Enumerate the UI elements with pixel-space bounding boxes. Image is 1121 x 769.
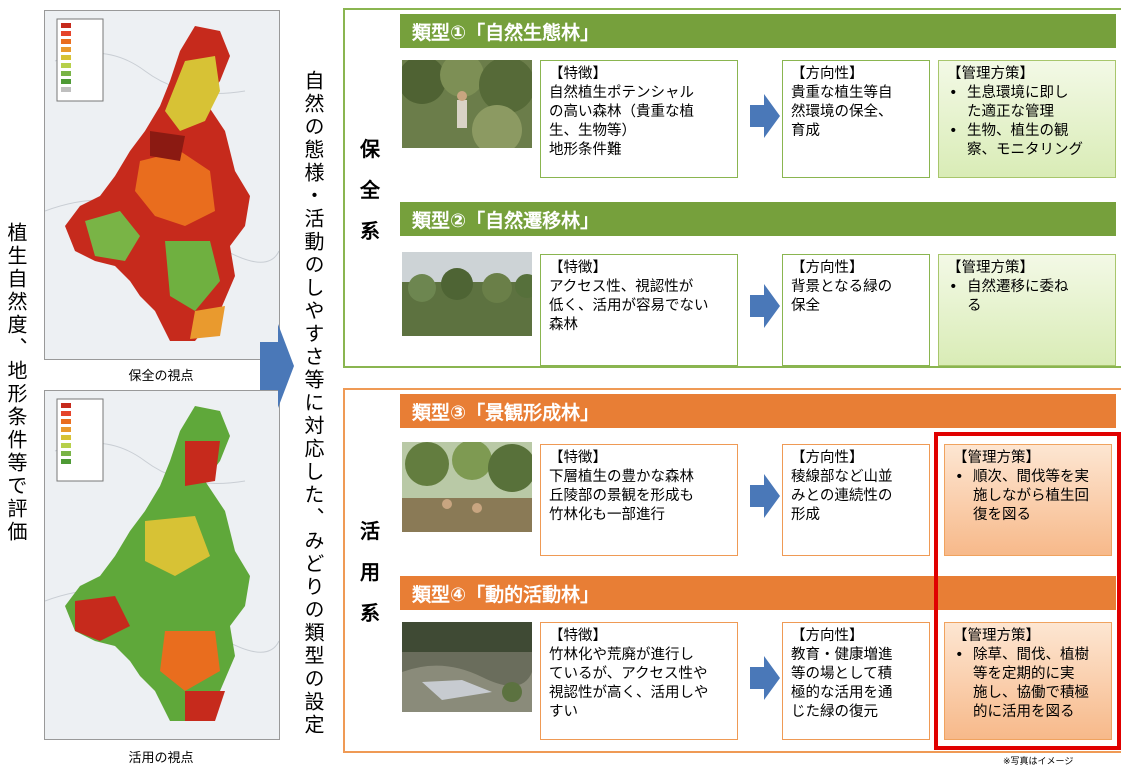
type2-direction-box: 【方向性】 背景となる緑の 保全	[782, 254, 930, 366]
type4-photo	[402, 622, 532, 712]
type1-photo	[402, 60, 532, 148]
type1-measure-item: 生物、植生の観 察、モニタリング	[949, 122, 1107, 160]
type2-measure-item: 自然遷移に委ね る	[949, 278, 1107, 316]
map-conservation-view	[44, 10, 280, 360]
group-utilization	[343, 388, 1121, 753]
map-bottom-caption: 活用の視点	[128, 751, 194, 766]
type3-direction-box: 【方向性】 稜線部など山並 みとの連続性の 形成	[782, 444, 930, 556]
map-utilization-view	[44, 390, 280, 740]
type4-header: 類型④「動的活動林」	[400, 576, 1116, 610]
type1-header: 類型①「自然生態林」	[400, 14, 1116, 48]
type1-feature-box: 【特徴】 自然植生ポテンシャル の高い森林（貴重な植 生、生物等） 地形条件難	[540, 60, 738, 178]
photo-footnote: ※写真はイメージ	[1003, 757, 1074, 767]
highlight-frame	[934, 432, 1121, 750]
map-top-caption: 保全の視点	[128, 369, 194, 384]
type4-measure-item: 除草、間伐、植樹 等を定期的に実 施し、協働で積極 的に活用を図る	[955, 646, 1103, 722]
group-utilization-label: 活 用 系	[360, 518, 380, 625]
type3-measures-box: 【管理方策】 順次、間伐等を実 施しながら植生回 復を図る	[944, 444, 1112, 556]
type4-arrow-icon	[750, 656, 780, 700]
type4-direction-box: 【方向性】 教育・健康増進 等の場として積 極的な活用を通 じた緑の復元	[782, 622, 930, 740]
type3-photo	[402, 442, 532, 532]
type2-measures-box: 【管理方策】 自然遷移に委ね る	[938, 254, 1116, 366]
type3-header: 類型③「景観形成林」	[400, 394, 1116, 428]
type1-direction-box: 【方向性】 貴重な植生等自 然環境の保全、 育成	[782, 60, 930, 178]
type1-arrow-icon	[750, 94, 780, 138]
right-arrow-icon	[260, 324, 294, 408]
middle-vertical-label: 自然の態様・活動のしやすさ等に対応した、みどりの類型の設定	[301, 70, 325, 737]
type2-arrow-icon	[750, 284, 780, 328]
type2-photo	[402, 252, 532, 336]
group-conservation-label: 保 全 系	[360, 137, 380, 243]
type1-measures-box: 【管理方策】 生息環境に即し た適正な管理 生物、植生の観 察、モニタリング	[938, 60, 1116, 178]
left-vertical-label: 植生自然度、地形条件等で評価	[4, 222, 28, 544]
type4-measures-box: 【管理方策】 除草、間伐、植樹 等を定期的に実 施し、協働で積極 的に活用を図る	[944, 622, 1112, 740]
type3-feature-box: 【特徴】 下層植生の豊かな森林 丘陵部の景観を形成も 竹林化も一部進行	[540, 444, 738, 556]
type2-header: 類型②「自然遷移林」	[400, 202, 1116, 236]
group-conservation	[343, 8, 1121, 368]
type4-feature-box: 【特徴】 竹林化や荒廃が進行し ているが、アクセス性や 視認性が高く、活用しや …	[540, 622, 738, 740]
type3-measure-item: 順次、間伐等を実 施しながら植生回 復を図る	[955, 468, 1103, 525]
type1-measure-item: 生息環境に即し た適正な管理	[949, 84, 1107, 122]
type3-arrow-icon	[750, 474, 780, 518]
type2-feature-box: 【特徴】 アクセス性、視認性が 低く、活用が容易でない 森林	[540, 254, 738, 366]
